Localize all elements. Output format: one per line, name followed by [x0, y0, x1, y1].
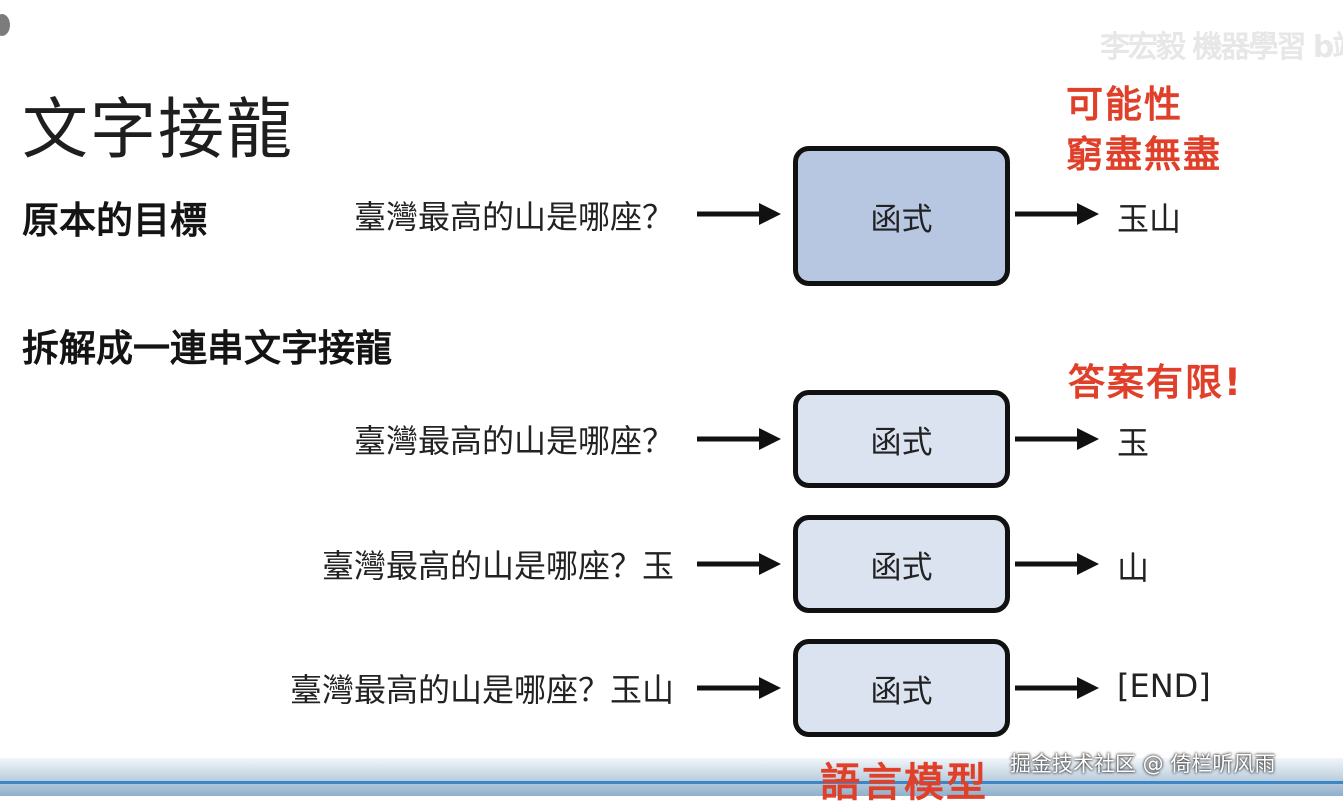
- possibility-note-line2: 窮盡無盡: [1066, 133, 1222, 176]
- arrow-right-icon: [697, 428, 781, 450]
- arrow-right-icon: [1015, 553, 1099, 575]
- watermark: 掘金技术社区 @ 倚栏听风雨: [1010, 752, 1276, 776]
- step-3-prompt: 臺灣最高的山是哪座？玉山: [289, 671, 674, 709]
- arrow-right-icon: [697, 677, 781, 699]
- original-goal-heading: 原本的目標: [22, 199, 207, 242]
- arrow-right-icon: [1015, 677, 1099, 699]
- arrow-right-icon: [1015, 203, 1099, 225]
- function-box-step-2: 函式: [793, 515, 1010, 613]
- function-box-step-3: 函式: [793, 639, 1010, 737]
- original-output: 玉山: [1117, 200, 1182, 238]
- corner-dot: [0, 14, 10, 36]
- bottom-accent-line: [0, 781, 1343, 784]
- finite-answer-note: 答案有限!: [1068, 361, 1243, 404]
- step-2-output: 山: [1117, 549, 1150, 587]
- step-2-prompt: 臺灣最高的山是哪座？玉: [321, 547, 674, 585]
- bottom-scenery-strip: [0, 758, 1343, 796]
- slide-title: 文字接龍: [22, 91, 294, 168]
- original-prompt: 臺灣最高的山是哪座？: [353, 198, 674, 236]
- language-model-label: 語言模型: [820, 760, 988, 806]
- arrow-right-icon: [697, 203, 781, 225]
- function-box-original: 函式: [793, 146, 1010, 286]
- step-3-output: [END]: [1117, 667, 1211, 705]
- arrow-right-icon: [697, 553, 781, 575]
- decompose-heading: 拆解成一連串文字接龍: [22, 327, 392, 370]
- channel-logo: 李宏毅 機器學習 b站: [1100, 30, 1343, 65]
- possibility-note-line1: 可能性: [1066, 83, 1183, 126]
- function-box-step-1: 函式: [793, 390, 1010, 488]
- step-1-prompt: 臺灣最高的山是哪座？: [353, 422, 674, 460]
- step-1-output: 玉: [1117, 424, 1150, 462]
- arrow-right-icon: [1015, 428, 1099, 450]
